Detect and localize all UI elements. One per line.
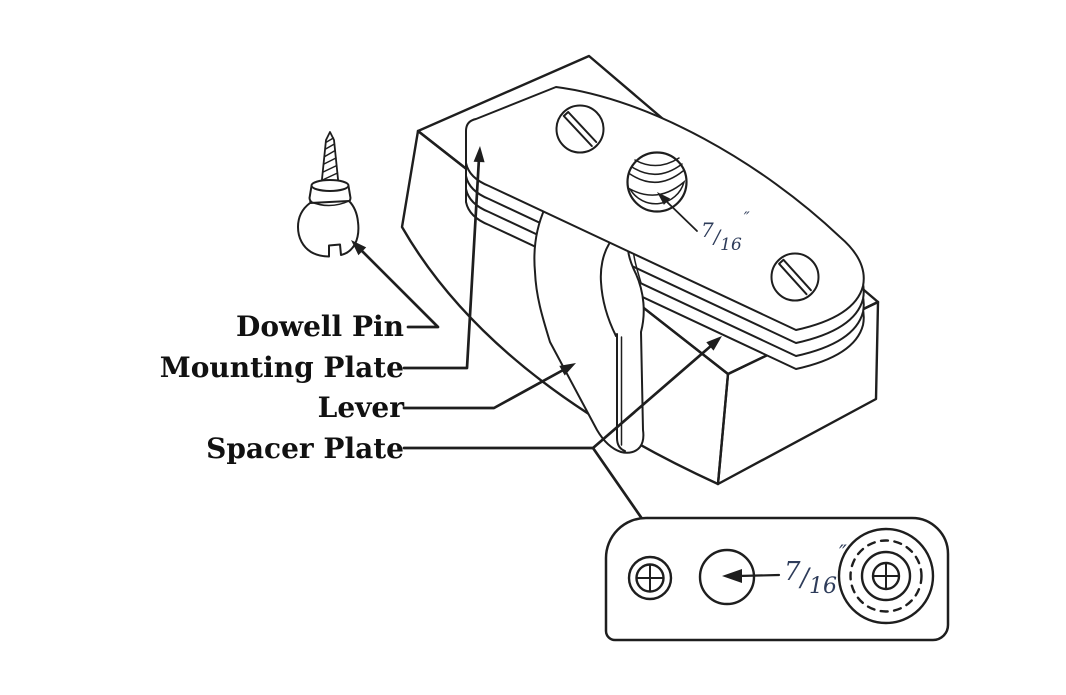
right-hole-dashed-ring	[849, 539, 923, 613]
iso-hole-dimension: 7/16″	[657, 192, 750, 255]
countersink-ring-2	[631, 163, 683, 175]
label-dowel-pin: Dowell Pin	[236, 310, 404, 343]
iso-dim-leader-line	[664, 199, 698, 232]
iso-dim-arrowhead	[657, 192, 671, 205]
hole-bottom-shade	[628, 179, 686, 205]
mounting-plate	[465, 86, 865, 331]
plan-hole-dimension: 7/16″	[722, 541, 847, 599]
label-lever: Lever	[318, 391, 406, 424]
dowel-pin	[297, 131, 360, 258]
dowel-pin-neck-line	[309, 199, 351, 207]
mounting-plate-leader-arrow	[402, 146, 485, 370]
lever-fold-line	[599, 243, 617, 337]
plate-bottom-view: 7/16″	[604, 516, 950, 642]
left-hole-crosshair	[635, 563, 665, 593]
block-front-face	[400, 129, 730, 486]
bottom-view-left-screw-hole	[627, 555, 673, 601]
bottom-view-right-screw-hole	[837, 527, 935, 625]
label-spacer-plate: Spacer Plate	[206, 432, 404, 465]
lever-tab-edge	[616, 333, 626, 452]
screw-upper	[555, 104, 605, 154]
screw-upper-slot	[562, 111, 598, 147]
label-mounting-plate: Mounting Plate	[160, 351, 404, 384]
lever-leader-arrow	[402, 363, 576, 410]
plan-dim-arrowhead	[722, 569, 742, 583]
dowel-pin-leader-arrow	[351, 240, 440, 329]
plan-dim-leader-line	[736, 573, 781, 578]
iso-dim-text: 7/16″	[701, 208, 750, 255]
screw-lower	[770, 252, 820, 302]
lever	[533, 207, 645, 454]
screw-lower-head	[770, 252, 820, 302]
plan-dim-text: 7/16″	[784, 541, 847, 599]
screw-upper-head	[555, 104, 605, 154]
dowel-pin-cap-top	[310, 179, 350, 192]
dowel-pin-body	[297, 200, 360, 258]
countersink-ring-1	[634, 157, 680, 167]
countersink-ring-3	[629, 170, 684, 183]
countersunk-hole	[626, 151, 688, 213]
dowel-pin-thread-hatching	[321, 137, 339, 181]
right-hole-crosshair	[872, 562, 900, 590]
callout-labels: Dowell Pin Mounting Plate Lever Spacer P…	[160, 146, 722, 533]
screw-lower-slot	[778, 258, 812, 296]
